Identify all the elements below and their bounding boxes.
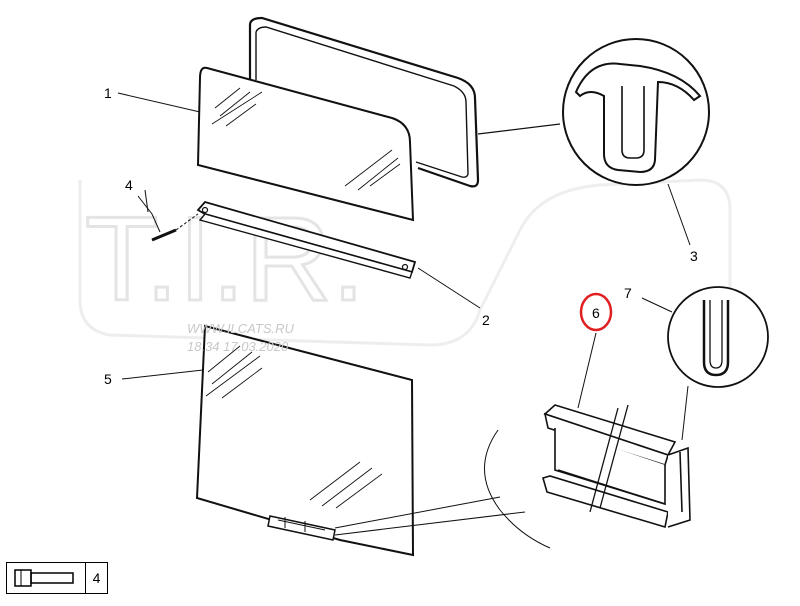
callout-6: 6	[592, 305, 600, 321]
seal-u-profile-detail-circle	[667, 286, 769, 441]
bolt-icon-cell	[6, 562, 86, 594]
seal-channel-part6	[542, 404, 691, 529]
callout-6-highlight	[579, 292, 613, 332]
callout-leaders	[117, 92, 691, 409]
callout-3: 3	[690, 248, 698, 264]
callout-1: 1	[104, 85, 112, 101]
seal-frame-part3	[248, 16, 480, 188]
seal-profile-detail-circle	[477, 38, 710, 186]
callout-2: 2	[482, 312, 490, 328]
glass-panel-part1	[196, 66, 415, 222]
callout-5: 5	[104, 371, 112, 387]
screw-part4	[151, 213, 199, 242]
callout-4: 4	[125, 177, 133, 193]
glass-handle	[267, 515, 336, 541]
rail-part2	[196, 200, 417, 279]
handle-detail-leaders	[334, 429, 551, 549]
bolt-icon	[14, 569, 74, 587]
callout-7: 7	[624, 285, 632, 301]
watermark-site: WWW.ILCATS.RU	[187, 321, 294, 336]
quantity-box: 4	[6, 562, 108, 596]
watermark-stamp: 18.34 17.03.2020	[187, 339, 289, 354]
quantity-value: 4	[86, 562, 108, 594]
glass-panel-part5	[195, 324, 415, 557]
